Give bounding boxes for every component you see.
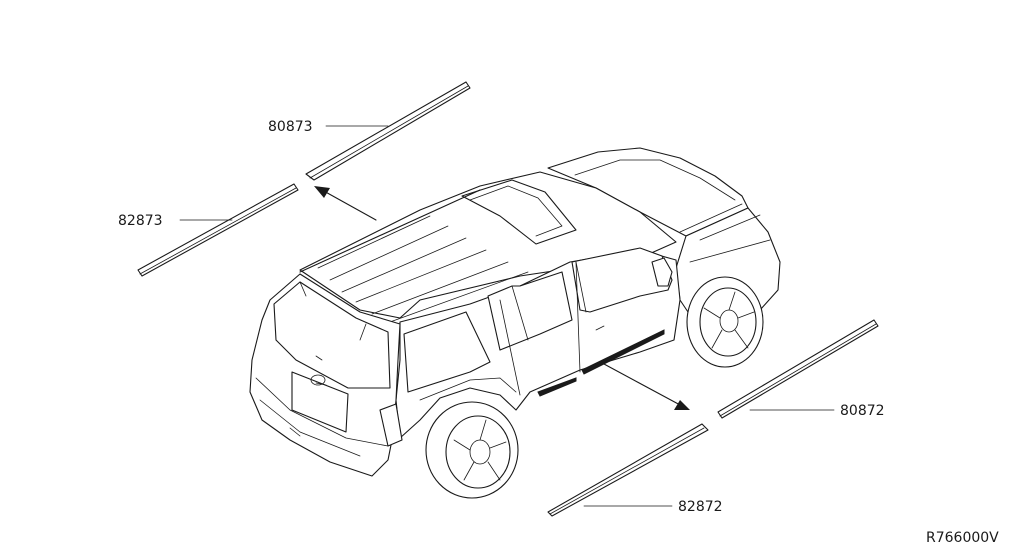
part-label-80872[interactable]: 80872 xyxy=(840,403,885,419)
part-label-82873[interactable]: 82873 xyxy=(118,213,163,229)
rear-wheel xyxy=(425,401,519,499)
part-label-82872[interactable]: 82872 xyxy=(678,499,723,515)
diagram-reference-code: R766000V xyxy=(926,530,999,546)
vehicle-illustration xyxy=(249,147,781,499)
front-wheel xyxy=(686,276,764,368)
arrow-to-lower-moldings xyxy=(603,363,690,410)
molding-strip-80872[interactable] xyxy=(717,319,879,419)
molding-strip-80873[interactable] xyxy=(305,81,471,181)
arrow-to-upper-moldings xyxy=(314,186,377,221)
molding-strip-82873[interactable] xyxy=(137,183,299,277)
molding-strip-82872[interactable] xyxy=(547,423,709,517)
part-label-80873[interactable]: 80873 xyxy=(268,119,313,135)
